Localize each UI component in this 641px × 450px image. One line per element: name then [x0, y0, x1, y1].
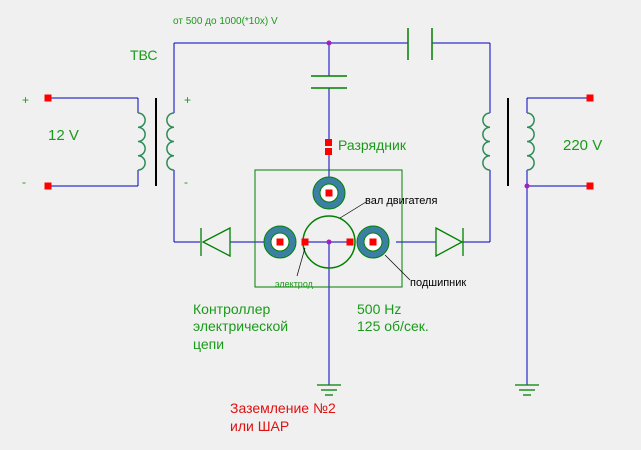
voltage-range-label: от 500 до 1000(*10x) V: [173, 16, 278, 27]
controller-label-line1: Контроллер: [193, 301, 270, 317]
annotation-leaders: [296, 201, 411, 281]
frequency-label: 500 Hz: [357, 301, 401, 317]
diode-left-triangle: [201, 226, 231, 258]
leader-bearing: [384, 254, 411, 281]
controller-box: [254, 169, 403, 288]
spark-gap-terminal-top: [325, 139, 332, 146]
ring-top-center: [325, 189, 333, 197]
plus-coil-label: +: [184, 93, 191, 107]
ground-label-line1: Заземление №2: [230, 400, 336, 416]
primary-coil-left: [137, 112, 146, 171]
rotation-label: 125 об/сек.: [357, 318, 429, 334]
bearing-label: подшипник: [410, 277, 466, 289]
diodes: [200, 226, 464, 258]
minus-coil-label: -: [184, 175, 188, 189]
electrode-right-contact: [346, 238, 354, 246]
ring-left-center: [276, 238, 284, 246]
terminal-input-top: [44, 94, 52, 102]
spark-gap-label: Разрядник: [338, 137, 407, 153]
junction-top-rail: [326, 40, 332, 46]
coil-right-primary: [482, 112, 491, 171]
electrode-label: электрод: [275, 279, 314, 289]
minus-left-label: -: [22, 175, 26, 189]
secondary-coil-left: [166, 112, 175, 171]
capacitors: [311, 28, 433, 89]
junction-rotor-center: [326, 239, 332, 245]
bearing-rings: [263, 176, 390, 259]
ground-center-icon: [317, 384, 341, 396]
motor-shaft-label: вал двигателя: [365, 195, 437, 207]
terminals: [44, 94, 594, 190]
ground-label-line2: или ШАР: [230, 418, 289, 434]
ground-right-icon: [515, 384, 539, 396]
diode-right-triangle: [435, 226, 464, 258]
controller-label-line2: электрической: [193, 318, 288, 334]
junctions: [326, 40, 530, 245]
terminal-input-bottom: [44, 182, 52, 190]
terminal-output-top: [586, 94, 594, 102]
terminal-output-bottom: [586, 182, 594, 190]
tvs-label: ТВС: [130, 47, 158, 63]
leader-electrode: [296, 247, 306, 277]
coils: [137, 98, 535, 186]
spark-gap-terminal-bottom: [325, 148, 332, 155]
coil-right-secondary: [526, 112, 535, 171]
leader-motor-shaft: [339, 201, 367, 219]
controller-label-line3: цепи: [193, 336, 224, 352]
ground-symbols: [317, 384, 539, 396]
input-voltage-label: 12 V: [48, 127, 79, 144]
wires: [48, 42, 590, 385]
junction-output-bottom: [524, 183, 530, 189]
output-voltage-label: 220 V: [563, 137, 602, 154]
electrode-left-contact: [301, 238, 309, 246]
ring-right-center: [369, 238, 377, 246]
plus-left-label: +: [22, 93, 29, 107]
